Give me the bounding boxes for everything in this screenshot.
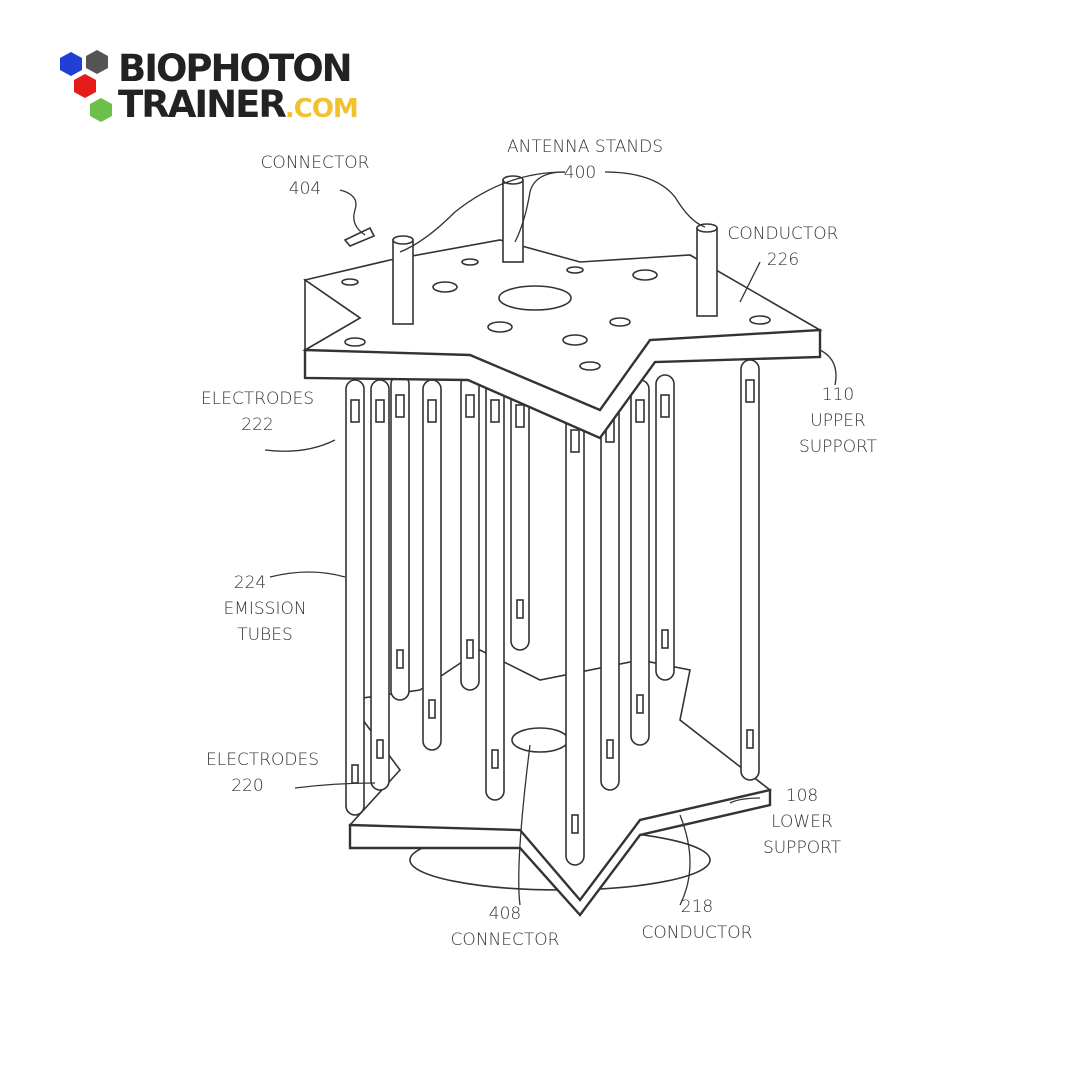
leader-lines [264, 171, 837, 906]
emission-tube [565, 409, 585, 866]
label-line2: SUPPORT [798, 437, 878, 457]
hex-red-icon [74, 74, 96, 98]
hex-blue-icon [60, 52, 82, 76]
electrode [661, 629, 669, 649]
electrode [660, 394, 670, 418]
emission-tube [422, 379, 442, 751]
electrode [376, 739, 384, 759]
hex-green-icon [90, 98, 112, 122]
label-num: 404 [288, 179, 322, 199]
electrode [515, 404, 525, 428]
electrode [395, 394, 405, 418]
logo-com: .COM [284, 94, 359, 124]
logo-line1: BIOPHOTON [118, 47, 353, 90]
emission-tube [630, 379, 650, 746]
lower-support [346, 649, 772, 917]
electrode [375, 399, 385, 423]
electrode [606, 739, 614, 759]
emission-tube [740, 359, 760, 781]
electrode [466, 639, 474, 659]
label-name: ELECTRODES [205, 750, 320, 770]
label-connector-404: CONNECTOR 404 [250, 150, 380, 202]
emission-tube [345, 379, 365, 816]
emission-tube [460, 374, 480, 691]
electrode [516, 599, 524, 619]
label-line1: UPPER [810, 411, 866, 431]
emission-tubes [345, 359, 760, 866]
emission-tube [370, 379, 390, 791]
electrode [427, 399, 437, 423]
label-num: 108 [785, 786, 819, 806]
label-name: CONDUCTOR [727, 224, 839, 244]
electrode [570, 429, 580, 453]
label-line1: EMISSION [223, 599, 307, 619]
electrode [745, 379, 755, 403]
label-num: 408 [488, 904, 522, 924]
label-num: 220 [231, 776, 264, 796]
electrode [746, 729, 754, 749]
label-name: CONNECTOR [450, 930, 560, 950]
label-num: 400 [563, 163, 597, 183]
label-name: ANTENNA STANDS [506, 137, 664, 157]
emission-tube [485, 379, 505, 801]
label-num: 110 [821, 385, 855, 405]
hex-gray-icon [86, 50, 108, 74]
logo-line2: TRAINER.COM [118, 83, 359, 126]
label-electrodes-220: ELECTRODES 220 [205, 747, 320, 799]
electrode [571, 814, 579, 834]
electrode [636, 694, 644, 714]
electrode [491, 749, 499, 769]
label-line1: LOWER [771, 812, 833, 832]
label-num: 218 [680, 897, 714, 917]
label-num: 224 [233, 573, 267, 593]
emission-tube [655, 374, 675, 681]
emission-tube [390, 374, 410, 701]
electrode [635, 399, 645, 423]
electrode [350, 399, 360, 423]
emission-tube [510, 384, 530, 651]
logo-trainer: TRAINER [118, 83, 287, 126]
emission-tube [600, 399, 620, 791]
label-name: ELECTRODES [200, 389, 315, 409]
label-num: 222 [241, 415, 274, 435]
upper-support [302, 239, 823, 440]
electrode [490, 399, 500, 423]
label-num: 226 [766, 250, 800, 270]
label-conductor-226: CONDUCTOR 226 [718, 221, 848, 273]
label-name: CONDUCTOR [641, 923, 753, 943]
brand-logo: BIOPHOTON TRAINER.COM [58, 48, 378, 128]
label-antenna-stands: ANTENNA STANDS 400 [495, 134, 675, 186]
electrode [396, 649, 404, 669]
electrode [465, 394, 475, 418]
electrode [428, 699, 436, 719]
label-line2: SUPPORT [762, 838, 842, 858]
label-name: CONNECTOR [260, 153, 370, 173]
label-electrodes-222: ELECTRODES 222 [200, 386, 315, 438]
label-line2: TUBES [237, 625, 293, 645]
